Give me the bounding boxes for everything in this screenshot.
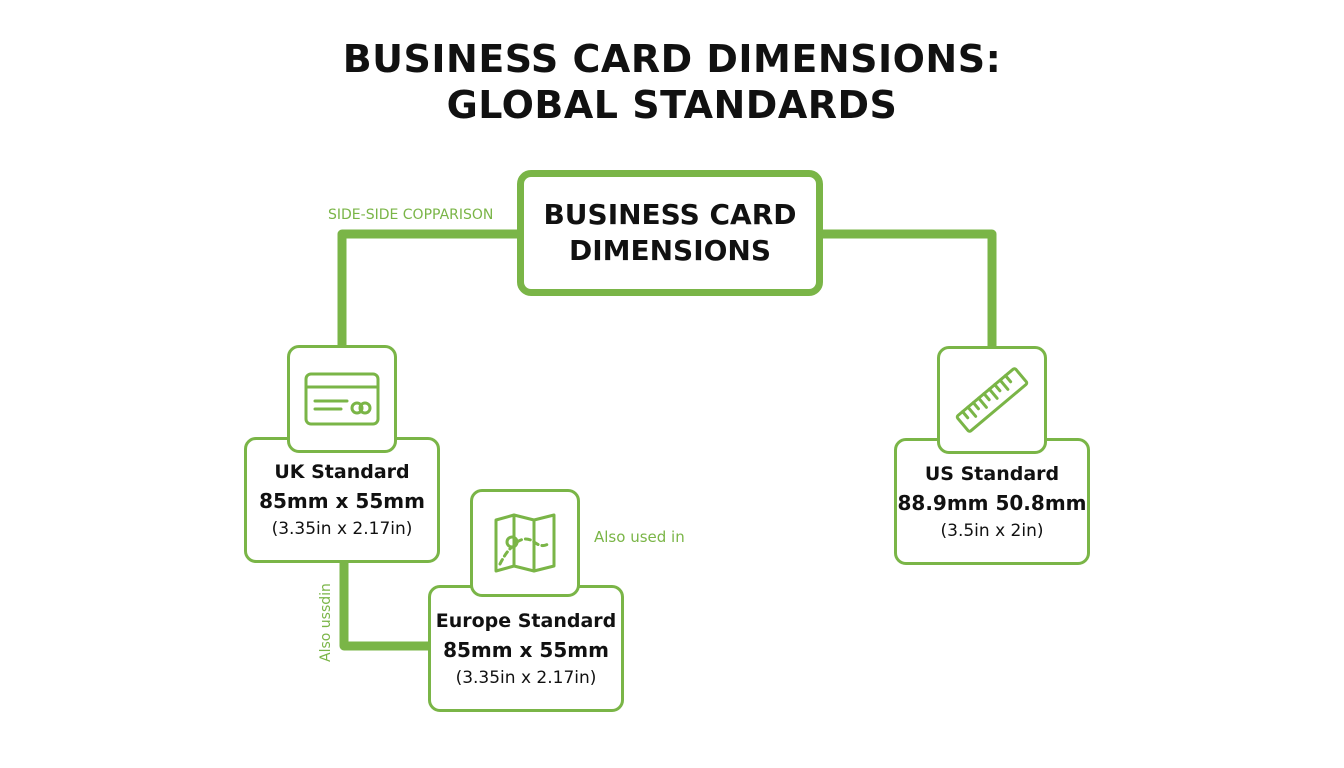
map-icon <box>494 513 556 573</box>
center-node-line2: DIMENSIONS <box>568 234 772 267</box>
europe-standard-name: Europe Standard <box>435 609 617 632</box>
us-standard-name: US Standard <box>924 462 1060 485</box>
us-standard-card: US Standard 88.9mm 50.8mm (3.5in x 2in) <box>894 438 1090 565</box>
connector-center-to-uk <box>337 229 517 348</box>
connector-uk-to-europe <box>339 562 432 651</box>
credit-card-icon <box>304 372 380 426</box>
us-icon-box <box>937 346 1047 454</box>
uk-standard-inches: (3.35in x 2.17in) <box>271 519 413 539</box>
europe-standard-mm: 85mm x 55mm <box>443 637 609 662</box>
side-comparison-label: SIDE-SIDE COPPARISON <box>328 207 494 223</box>
uk-standard-mm: 85mm x 55mm <box>259 489 425 513</box>
uk-icon-box <box>287 345 397 453</box>
europe-standard-card: Europe Standard 85mm x 55mm (3.35in x 2.… <box>428 585 624 712</box>
also-used-in-label: Also used in <box>594 528 685 546</box>
europe-icon-box <box>470 489 580 597</box>
page-title-line1: BUSINESS CARD DIMENSIONS: <box>342 37 1002 81</box>
page-title: BUSINESS CARD DIMENSIONS: GLOBAL STANDAR… <box>0 36 1344 128</box>
us-standard-inches: (3.5in x 2in) <box>940 520 1044 541</box>
page-title-line2: GLOBAL STANDARDS <box>446 83 898 127</box>
also-used-vertical-label: Also ussdin <box>318 583 334 662</box>
europe-standard-inches: (3.35in x 2.17in) <box>455 667 597 688</box>
connector-center-to-us <box>823 229 997 348</box>
center-node: BUSINESS CARD DIMENSIONS <box>517 170 823 296</box>
center-node-line1: BUSINESS CARD <box>543 198 797 231</box>
ruler-icon <box>955 367 1029 433</box>
uk-standard-name: UK Standard <box>274 461 410 483</box>
uk-standard-card: UK Standard 85mm x 55mm (3.35in x 2.17in… <box>244 437 440 563</box>
us-standard-mm: 88.9mm 50.8mm <box>897 490 1087 515</box>
